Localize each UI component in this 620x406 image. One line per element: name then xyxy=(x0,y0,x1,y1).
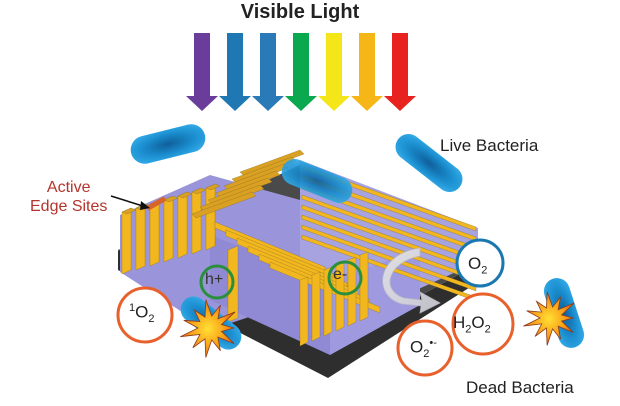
nanosheet-edge xyxy=(121,207,132,275)
superoxide-label: O2•- xyxy=(410,337,437,361)
nanosheet-edge xyxy=(207,177,273,205)
nanosheet-edge xyxy=(177,191,188,259)
nanosheet-edge xyxy=(239,149,305,177)
nanosheet-edge xyxy=(191,187,202,255)
nanosheet-edge xyxy=(311,271,321,342)
superoxide-circle xyxy=(396,319,454,377)
live-bacterium-2 xyxy=(281,159,353,203)
active-edge-sites-marker xyxy=(110,195,167,211)
live-bacterium-3 xyxy=(395,133,463,193)
nanosheet-edge xyxy=(135,203,146,271)
electron-label: e- xyxy=(333,266,348,283)
nanosheet-edge xyxy=(199,184,265,212)
oxygen-circle xyxy=(455,238,505,288)
light-arrow-icon xyxy=(219,33,251,111)
kill-burst-icon xyxy=(523,291,575,346)
dead-bacteria-label: Dead Bacteria xyxy=(466,378,574,397)
kill-burst-icon xyxy=(180,299,236,358)
nanosheet-edge xyxy=(215,170,281,198)
nanosheet-edge xyxy=(301,224,477,292)
nanosheet-edge xyxy=(299,276,309,347)
electron-circle xyxy=(327,260,363,296)
singlet-oxygen-label: 1O2 xyxy=(129,302,155,326)
nanosheet-edge xyxy=(163,195,174,263)
light-arrow-icon xyxy=(285,33,317,111)
electron-transfer-arrow xyxy=(382,247,441,314)
hydrogen-peroxide-label: H2O2 xyxy=(453,313,491,336)
diagram-title: Visible Light xyxy=(240,1,360,23)
nanosheet-edge xyxy=(191,191,257,219)
oxygen-label: O2 xyxy=(468,254,488,277)
hydrogen-peroxide-circle xyxy=(451,292,515,356)
hole-circle xyxy=(199,264,235,300)
active-edge-sites-label: Active Edge Sites xyxy=(30,178,107,216)
singlet-oxygen-circle xyxy=(116,286,174,344)
visible-light-arrows xyxy=(186,33,416,111)
light-arrow-icon xyxy=(351,33,383,111)
nanosheet-edge xyxy=(359,251,369,322)
light-arrow-icon xyxy=(384,33,416,111)
light-arrow-icon xyxy=(252,33,284,111)
live-bacteria-label: Live Bacteria xyxy=(440,136,539,155)
active-edge-sites-line2: Edge Sites xyxy=(30,198,108,215)
hole-label: h+ xyxy=(205,271,224,288)
light-arrow-icon xyxy=(318,33,350,111)
live-bacterium-1 xyxy=(130,124,206,164)
light-arrow-icon xyxy=(186,33,218,111)
nanosheet-top xyxy=(205,183,221,191)
nanosheet-edge xyxy=(149,199,160,267)
nanosheet-edge xyxy=(205,183,216,251)
active-edge-sites-line1: Active xyxy=(46,179,91,196)
